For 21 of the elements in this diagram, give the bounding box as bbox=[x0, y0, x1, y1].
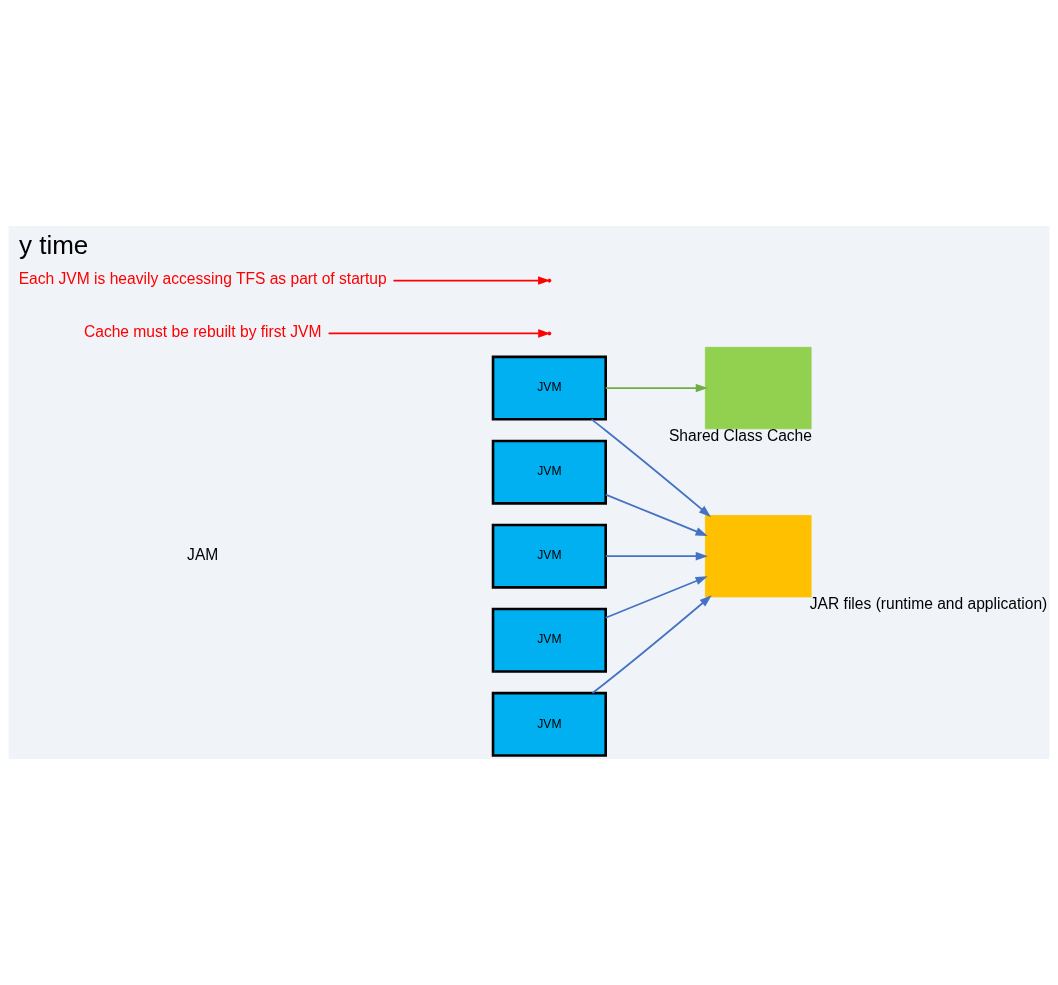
node-box: JVM bbox=[491, 523, 607, 589]
label: JAM bbox=[187, 546, 219, 564]
arrow bbox=[604, 493, 708, 537]
node-label: JAR files (runtime and application) bbox=[809, 595, 1048, 613]
arrow bbox=[604, 576, 708, 619]
node-text: Cache must be rebuilt by first JVM bbox=[83, 323, 322, 341]
arrow bbox=[604, 383, 708, 393]
node-box: JVM bbox=[491, 607, 607, 673]
node-box: JVM bbox=[491, 691, 607, 757]
arrow bbox=[392, 276, 551, 285]
node-box bbox=[704, 346, 812, 430]
arrow bbox=[327, 329, 551, 338]
arrow bbox=[604, 551, 708, 561]
node-label: Shared Class Cache bbox=[668, 427, 812, 445]
node-box: JVM bbox=[491, 355, 607, 421]
node-box: JVM bbox=[491, 439, 607, 505]
arrow bbox=[591, 595, 712, 694]
node-text: Each JVM is heavily accessing TFS as part of startup bbox=[18, 270, 387, 288]
arrow bbox=[590, 418, 711, 517]
diagram-title: y time bbox=[18, 229, 89, 260]
node-box bbox=[704, 515, 812, 598]
